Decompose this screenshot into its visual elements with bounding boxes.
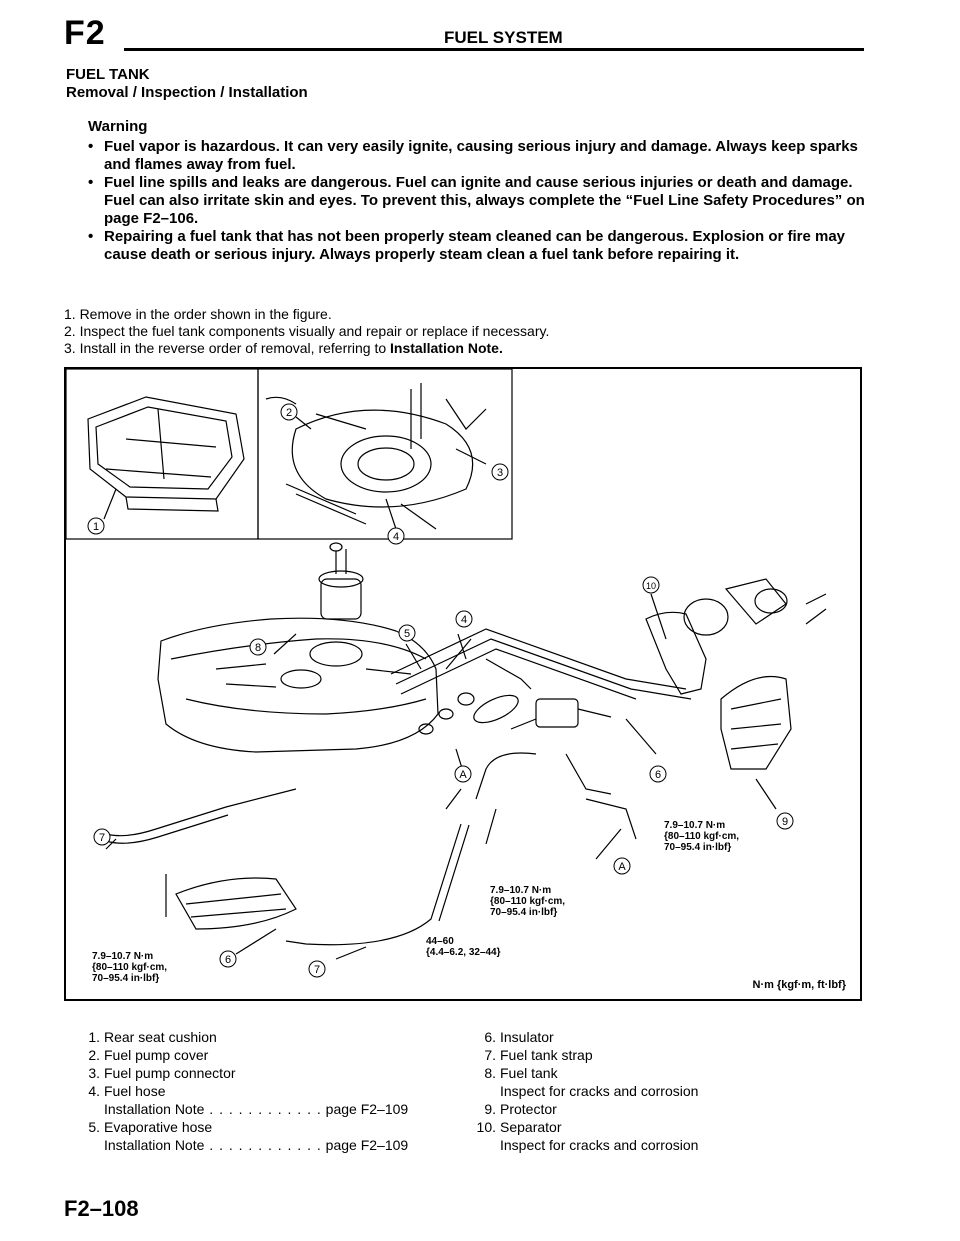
callout-5: 5 xyxy=(398,624,416,642)
step-3: 3. Install in the reverse order of remov… xyxy=(64,340,549,357)
callout-a2: A xyxy=(613,857,631,875)
legend-item: 3.Fuel pump connector xyxy=(88,1065,236,1081)
svg-text:6: 6 xyxy=(225,954,231,966)
legend-item: 8.Fuel tank xyxy=(484,1065,558,1081)
parts-legend-left: 1.Rear seat cushion 2.Fuel pump cover 3.… xyxy=(76,1028,456,1154)
torque-spec-center: 7.9–10.7 N·m {80–110 kgf·cm, 70–95.4 in·… xyxy=(490,885,565,918)
callout-9: 9 xyxy=(776,812,794,830)
parts-legend-right: 6.Insulator 7.Fuel tank strap 8.Fuel tan… xyxy=(472,1028,852,1154)
callout-10: 10 xyxy=(642,576,660,594)
section-title: FUEL SYSTEM xyxy=(444,28,563,47)
legend-subitem: Inspect for cracks and corrosion xyxy=(500,1137,699,1153)
callout-6: 6 xyxy=(649,765,667,783)
svg-text:9: 9 xyxy=(782,816,788,828)
legend-item: 7.Fuel tank strap xyxy=(484,1047,593,1063)
procedure-subtitle: Removal / Inspection / Installation xyxy=(66,84,308,101)
callout-7b: 7 xyxy=(308,960,326,978)
callout-group: 1 2 3 4 10 8 5 4 A 6 7 9 A 6 7 xyxy=(87,403,794,978)
callout-4b: 4 xyxy=(455,610,473,628)
svg-text:5: 5 xyxy=(404,628,410,640)
svg-text:A: A xyxy=(459,769,467,781)
svg-text:7.9–10.7 N·m: 7.9–10.7 N·m xyxy=(664,820,725,831)
svg-text:{80–110 kgf·cm,: {80–110 kgf·cm, xyxy=(490,896,565,907)
callout-8: 8 xyxy=(249,638,267,656)
valve-drawing xyxy=(475,698,637,840)
insulator-drawing xyxy=(175,877,297,930)
svg-text:4: 4 xyxy=(393,531,399,543)
procedure-title: FUEL TANK xyxy=(66,66,150,83)
svg-text:10: 10 xyxy=(646,581,656,591)
svg-text:3: 3 xyxy=(497,467,503,479)
unit-label: N·m {kgf·m, ft·lbf} xyxy=(752,979,847,991)
callout-1: 1 xyxy=(87,517,105,535)
torque-spec-right: 7.9–10.7 N·m {80–110 kgf·cm, 70–95.4 in·… xyxy=(664,820,739,853)
page-number: F2–108 xyxy=(64,1196,139,1221)
exploded-diagram: 1 2 3 4 10 8 5 4 A 6 7 9 A 6 7 7.9–10.7 … xyxy=(64,367,862,1001)
fuel-lines-drawing xyxy=(390,628,692,735)
legend-item: 2.Fuel pump cover xyxy=(88,1047,209,1063)
legend-item: 10.Separator xyxy=(476,1119,562,1135)
callout-2: 2 xyxy=(280,403,298,421)
procedure-steps: 1. Remove in the order shown in the figu… xyxy=(64,306,549,357)
callout-7: 7 xyxy=(93,828,111,846)
svg-text:6: 6 xyxy=(655,769,661,781)
warning-list: Fuel vapor is hazardous. It can very eas… xyxy=(88,138,868,264)
svg-text:44–60: 44–60 xyxy=(426,936,454,947)
installation-note-ref: Installation Note. xyxy=(390,340,503,356)
svg-text:7.9–10.7 N·m: 7.9–10.7 N·m xyxy=(490,885,551,896)
step-1: 1. Remove in the order shown in the figu… xyxy=(64,306,332,322)
svg-text:{80–110 kgf·cm,: {80–110 kgf·cm, xyxy=(664,831,739,842)
callout-a: A xyxy=(454,765,472,783)
warning-block: Warning Fuel vapor is hazardous. It can … xyxy=(88,118,868,264)
svg-text:{4.4–6.2, 32–44}: {4.4–6.2, 32–44} xyxy=(426,947,501,958)
svg-text:4: 4 xyxy=(461,614,467,626)
fuel-pump-unit-drawing xyxy=(318,542,364,620)
svg-text:70–95.4 in·lbf}: 70–95.4 in·lbf} xyxy=(664,842,731,853)
warning-heading: Warning xyxy=(88,118,148,135)
protector-drawing xyxy=(720,675,792,770)
svg-text:70–95.4 in·lbf}: 70–95.4 in·lbf} xyxy=(490,907,557,918)
header-rule xyxy=(124,48,864,51)
legend-subitem: Inspect for cracks and corrosion xyxy=(500,1083,699,1099)
fuel-tank-strap-drawing xyxy=(105,788,470,946)
svg-text:8: 8 xyxy=(255,642,261,654)
warning-item: Fuel line spills and leaks are dangerous… xyxy=(88,174,868,228)
step-3-text: 3. Install in the reverse order of remov… xyxy=(64,340,391,356)
svg-text:7: 7 xyxy=(314,964,320,976)
svg-text:{80–110 kgf·cm,: {80–110 kgf·cm, xyxy=(92,962,167,973)
svg-text:70–95.4 in·lbf}: 70–95.4 in·lbf} xyxy=(92,973,159,984)
diagram-svg: 1 2 3 4 10 8 5 4 A 6 7 9 A 6 7 7.9–10.7 … xyxy=(66,369,827,984)
legend-item: 1.Rear seat cushion xyxy=(88,1029,217,1045)
torque-spec-bolt: 44–60 {4.4–6.2, 32–44} xyxy=(426,936,501,958)
callout-6b: 6 xyxy=(219,950,237,968)
fuel-tank-drawing xyxy=(157,617,439,753)
legend-subitem: Installation Note . . . . . . . . . . . … xyxy=(104,1101,409,1117)
legend-item: 5.Evaporative hose xyxy=(88,1119,213,1135)
inset-pump-frame xyxy=(257,369,513,540)
svg-text:A: A xyxy=(618,861,626,873)
callout-4: 4 xyxy=(387,527,405,545)
rear-seat-cushion-drawing xyxy=(87,396,245,512)
svg-text:7: 7 xyxy=(99,832,105,844)
legend-item: 6.Insulator xyxy=(484,1029,554,1045)
svg-text:2: 2 xyxy=(286,407,292,419)
warning-item: Repairing a fuel tank that has not been … xyxy=(88,228,868,264)
svg-text:7.9–10.7 N·m: 7.9–10.7 N·m xyxy=(92,951,153,962)
torque-spec-left: 7.9–10.7 N·m {80–110 kgf·cm, 70–95.4 in·… xyxy=(92,951,167,984)
section-code: F2 xyxy=(64,14,106,52)
callout-3: 3 xyxy=(491,463,509,481)
step-2: 2. Inspect the fuel tank components visu… xyxy=(64,323,550,339)
page-header: F2 FUEL SYSTEM xyxy=(64,14,864,52)
legend-subitem: Installation Note . . . . . . . . . . . … xyxy=(104,1137,409,1153)
svg-text:1: 1 xyxy=(93,521,99,533)
legend-item: 4.Fuel hose xyxy=(88,1083,166,1099)
legend-item: 9.Protector xyxy=(484,1101,557,1117)
fuel-pump-cover-drawing xyxy=(265,383,487,530)
warning-item: Fuel vapor is hazardous. It can very eas… xyxy=(88,138,868,174)
separator-drawing xyxy=(645,578,827,695)
